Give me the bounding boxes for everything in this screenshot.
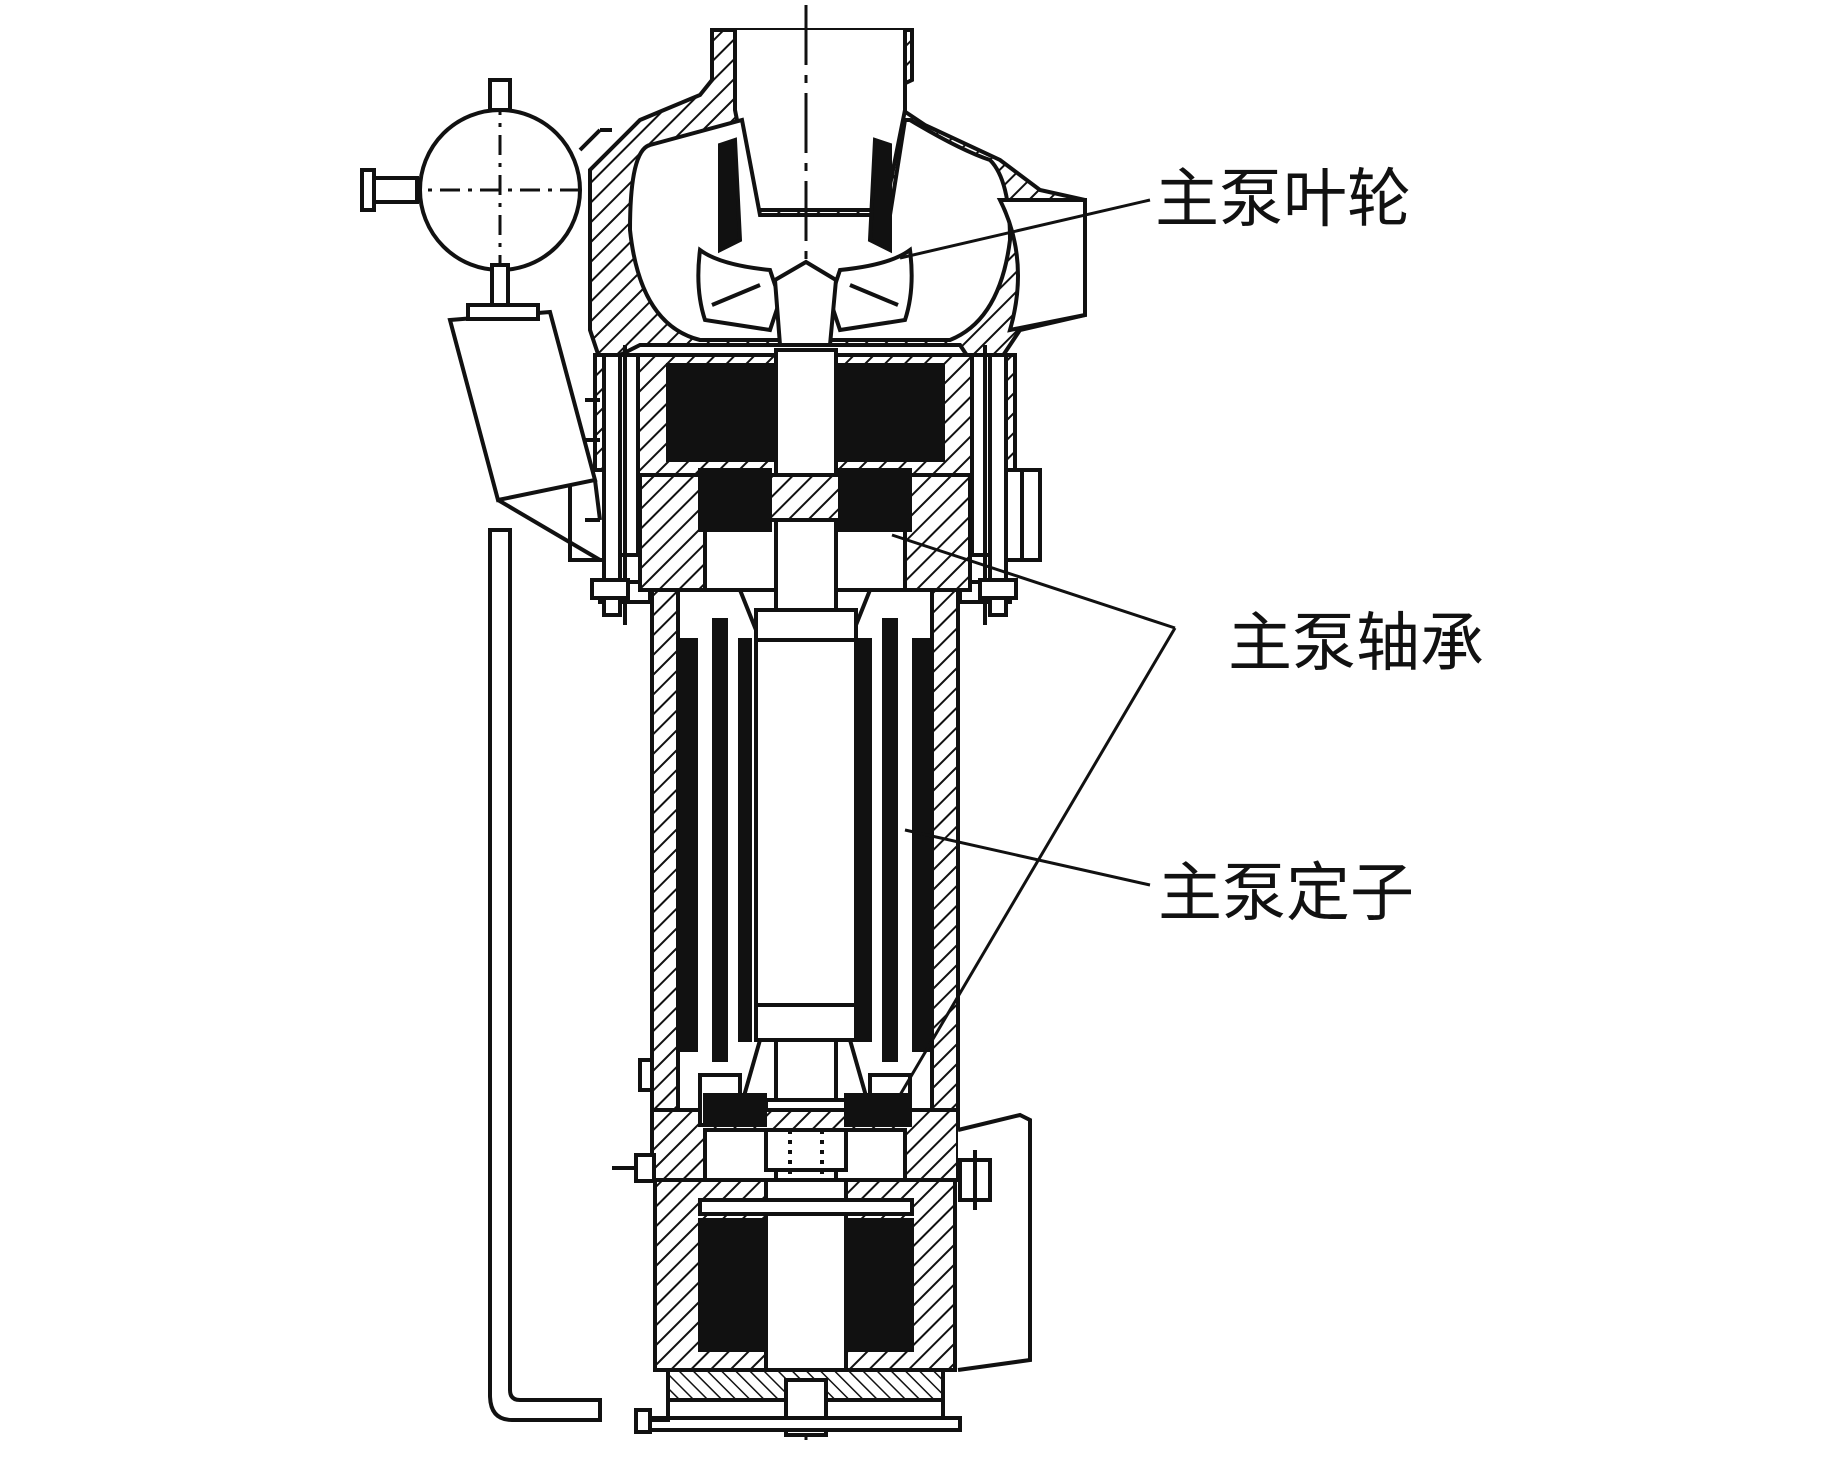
right-bolts [978, 353, 1024, 617]
impeller [696, 137, 914, 347]
stator-label: 主泵定子 [1158, 857, 1414, 931]
left-bolts [585, 353, 670, 1434]
lower-bearing-section [648, 1073, 962, 1437]
leader-lines [891, 198, 1177, 1096]
drain-pipe [488, 528, 602, 1422]
impeller-label: 主泵叶轮 [1155, 163, 1411, 237]
heat-exchanger-vessel [360, 78, 612, 562]
terminal-box [957, 1112, 1032, 1372]
bearing-label: 主泵轴承 [1228, 607, 1484, 681]
